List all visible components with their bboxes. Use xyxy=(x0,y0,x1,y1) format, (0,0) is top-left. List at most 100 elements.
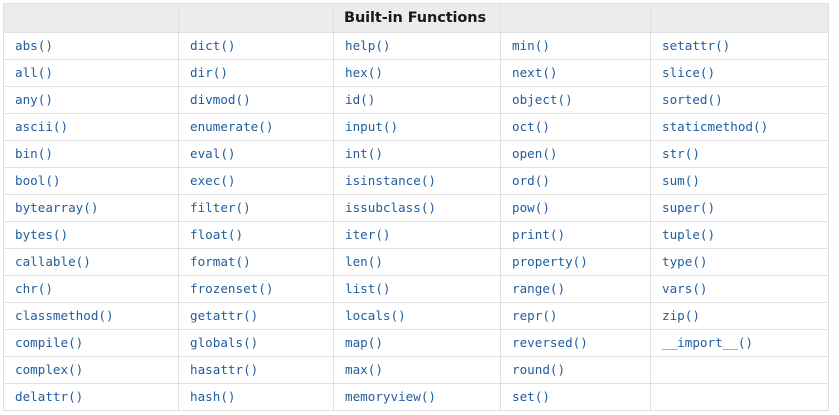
table-cell: str() xyxy=(650,140,829,168)
function-link[interactable]: pow() xyxy=(512,200,550,215)
function-link[interactable]: reversed() xyxy=(512,335,588,350)
function-link[interactable]: sum() xyxy=(662,173,700,188)
function-link[interactable]: all() xyxy=(15,65,53,80)
table-cell: all() xyxy=(3,59,179,87)
function-link[interactable]: zip() xyxy=(662,308,700,323)
function-link[interactable]: hash() xyxy=(190,389,236,404)
function-link[interactable]: chr() xyxy=(15,281,53,296)
table-cell: object() xyxy=(500,86,651,114)
function-link[interactable]: complex() xyxy=(15,362,84,377)
function-link[interactable]: callable() xyxy=(15,254,91,269)
function-link[interactable]: open() xyxy=(512,146,558,161)
function-link[interactable]: id() xyxy=(345,92,376,107)
function-link[interactable]: bytearray() xyxy=(15,200,99,215)
function-link[interactable]: vars() xyxy=(662,281,708,296)
table-cell: issubclass() xyxy=(333,194,501,222)
table-cell: eval() xyxy=(178,140,334,168)
function-link[interactable]: int() xyxy=(345,146,383,161)
function-link[interactable]: compile() xyxy=(15,335,84,350)
table-cell: min() xyxy=(500,32,651,60)
function-link[interactable]: object() xyxy=(512,92,573,107)
table-cell: any() xyxy=(3,86,179,114)
function-link[interactable]: round() xyxy=(512,362,566,377)
table-cell: int() xyxy=(333,140,501,168)
function-link[interactable]: type() xyxy=(662,254,708,269)
function-link[interactable]: list() xyxy=(345,281,391,296)
function-link[interactable]: map() xyxy=(345,335,383,350)
function-link[interactable]: __import__() xyxy=(662,335,753,350)
function-link[interactable]: hasattr() xyxy=(190,362,259,377)
function-link[interactable]: repr() xyxy=(512,308,558,323)
table-cell-empty xyxy=(650,356,829,384)
function-link[interactable]: exec() xyxy=(190,173,236,188)
function-link[interactable]: globals() xyxy=(190,335,259,350)
function-link[interactable]: max() xyxy=(345,362,383,377)
function-link[interactable]: frozenset() xyxy=(190,281,274,296)
table-cell: round() xyxy=(500,356,651,384)
function-link[interactable]: locals() xyxy=(345,308,406,323)
function-link[interactable]: filter() xyxy=(190,200,251,215)
function-link[interactable]: help() xyxy=(345,38,391,53)
function-link[interactable]: delattr() xyxy=(15,389,84,404)
function-link[interactable]: format() xyxy=(190,254,251,269)
function-link[interactable]: issubclass() xyxy=(345,200,436,215)
function-link[interactable]: bytes() xyxy=(15,227,69,242)
function-link[interactable]: next() xyxy=(512,65,558,80)
table-body: abs() dict() help() min() setattr() all() dir(… xyxy=(3,32,829,411)
table-row: all() dir() hex() next() slice() xyxy=(3,59,829,87)
function-link[interactable]: hex() xyxy=(345,65,383,80)
function-link[interactable]: oct() xyxy=(512,119,550,134)
function-link[interactable]: min() xyxy=(512,38,550,53)
table-cell: dict() xyxy=(178,32,334,60)
table-cell: format() xyxy=(178,248,334,276)
table-cell: repr() xyxy=(500,302,651,330)
function-link[interactable]: slice() xyxy=(662,65,716,80)
table-cell: delattr() xyxy=(3,383,179,411)
function-link[interactable]: enumerate() xyxy=(190,119,274,134)
table-row: callable() format() len() property() type() xyxy=(3,248,829,276)
function-link[interactable]: staticmethod() xyxy=(662,119,769,134)
function-link[interactable]: tuple() xyxy=(662,227,716,242)
table-header-cell-4 xyxy=(500,3,651,33)
function-link[interactable]: ascii() xyxy=(15,119,69,134)
table-cell: next() xyxy=(500,59,651,87)
table-cell: locals() xyxy=(333,302,501,330)
table-header-cell-1 xyxy=(3,3,179,33)
function-link[interactable]: float() xyxy=(190,227,244,242)
function-link[interactable]: super() xyxy=(662,200,716,215)
function-link[interactable]: property() xyxy=(512,254,588,269)
table-cell: list() xyxy=(333,275,501,303)
function-link[interactable]: print() xyxy=(512,227,566,242)
function-link[interactable]: sorted() xyxy=(662,92,723,107)
function-link[interactable]: dict() xyxy=(190,38,236,53)
function-link[interactable]: str() xyxy=(662,146,700,161)
function-link[interactable]: isinstance() xyxy=(345,173,436,188)
function-link[interactable]: len() xyxy=(345,254,383,269)
table-cell: ord() xyxy=(500,167,651,195)
function-link[interactable]: eval() xyxy=(190,146,236,161)
function-link[interactable]: range() xyxy=(512,281,566,296)
function-link[interactable]: abs() xyxy=(15,38,53,53)
function-link[interactable]: bin() xyxy=(15,146,53,161)
function-link[interactable]: getattr() xyxy=(190,308,259,323)
table-cell: iter() xyxy=(333,221,501,249)
table-cell: isinstance() xyxy=(333,167,501,195)
table-cell: tuple() xyxy=(650,221,829,249)
function-link[interactable]: dir() xyxy=(190,65,228,80)
function-link[interactable]: ord() xyxy=(512,173,550,188)
table-header: Built-in Functions xyxy=(3,3,829,33)
table-cell: divmod() xyxy=(178,86,334,114)
function-link[interactable]: bool() xyxy=(15,173,61,188)
function-link[interactable]: memoryview() xyxy=(345,389,436,404)
table-cell: pow() xyxy=(500,194,651,222)
function-link[interactable]: set() xyxy=(512,389,550,404)
function-link[interactable]: input() xyxy=(345,119,399,134)
function-link[interactable]: divmod() xyxy=(190,92,251,107)
table-cell: input() xyxy=(333,113,501,141)
function-link[interactable]: any() xyxy=(15,92,53,107)
function-link[interactable]: classmethod() xyxy=(15,308,114,323)
function-link[interactable]: iter() xyxy=(345,227,391,242)
function-link[interactable]: setattr() xyxy=(662,38,731,53)
table-cell: dir() xyxy=(178,59,334,87)
table-cell: memoryview() xyxy=(333,383,501,411)
